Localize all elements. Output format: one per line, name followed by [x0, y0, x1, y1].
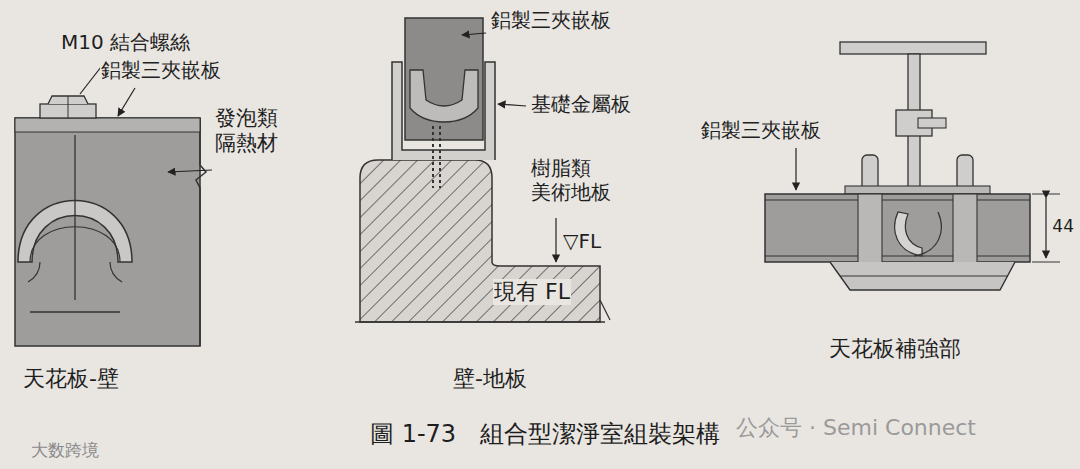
ceiling-wall-figure: [15, 96, 206, 346]
part-label: 天花板-壁: [22, 366, 120, 392]
part-label: 現有 FL: [493, 279, 571, 305]
part-label: 壁-地板: [452, 366, 528, 392]
watermark: 大数跨境: [30, 440, 100, 460]
part-label: 基礎金屬板: [530, 92, 632, 116]
part-label: ▽FL: [562, 229, 602, 253]
part-label: 鋁製三夾嵌板: [100, 58, 222, 82]
ceiling-reinforcement-figure: [765, 42, 1060, 290]
leader-line: [168, 170, 212, 172]
leader-line: [795, 148, 796, 190]
part-label: 發泡類 隔熱材: [214, 106, 286, 156]
leader-line: [555, 218, 556, 262]
part-label: M10 結合螺絲: [60, 30, 191, 54]
figure-caption: 圖 1-73 組合型潔淨室組裝架構: [369, 420, 721, 449]
part-label: 天花板補強部: [828, 336, 962, 362]
watermark: 公众号 · Semi Connect: [735, 415, 977, 441]
part-label: 44: [1051, 216, 1075, 236]
part-label: 鋁製三夾嵌板: [700, 118, 822, 142]
leader-line: [462, 33, 486, 35]
leader-line: [498, 104, 526, 106]
part-label: 樹脂類 美術地板: [530, 156, 616, 204]
part-label: 鋁製三夾嵌板: [490, 8, 612, 32]
leader-line: [118, 88, 135, 116]
